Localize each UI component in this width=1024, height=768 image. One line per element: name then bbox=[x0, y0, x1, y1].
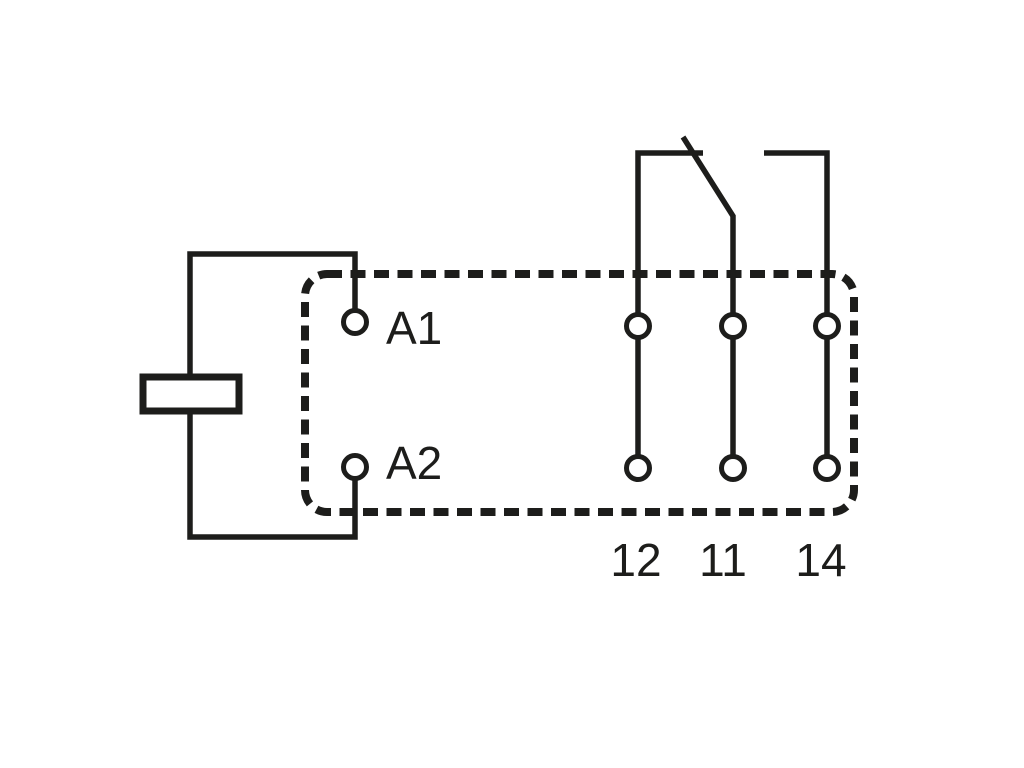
contact-11-wire-blade bbox=[680, 135, 736, 468]
terminal-14-bottom-pin bbox=[813, 454, 841, 482]
label-terminal-11: 11 bbox=[699, 534, 747, 586]
label-terminal-12: 12 bbox=[610, 534, 661, 586]
terminal-11-bottom-pin bbox=[719, 454, 747, 482]
label-terminal-a1: A1 bbox=[386, 302, 442, 354]
label-terminal-a2: A2 bbox=[386, 437, 442, 489]
terminal-14-top-pin bbox=[813, 312, 841, 340]
coil-circuit-wire-top bbox=[187, 251, 358, 377]
terminal-a1-pin bbox=[341, 308, 369, 336]
relay-case-outline bbox=[301, 270, 858, 516]
terminal-11-top-pin bbox=[719, 312, 747, 340]
coil-circuit-wire-bottom bbox=[187, 411, 358, 540]
terminal-a2-pin bbox=[341, 453, 369, 481]
contact-12-wire bbox=[635, 150, 703, 468]
coil-symbol bbox=[139, 373, 243, 415]
terminal-12-bottom-pin bbox=[624, 454, 652, 482]
terminal-12-top-pin bbox=[624, 312, 652, 340]
label-terminal-14: 14 bbox=[795, 534, 846, 586]
contact-14-wire bbox=[764, 150, 830, 468]
